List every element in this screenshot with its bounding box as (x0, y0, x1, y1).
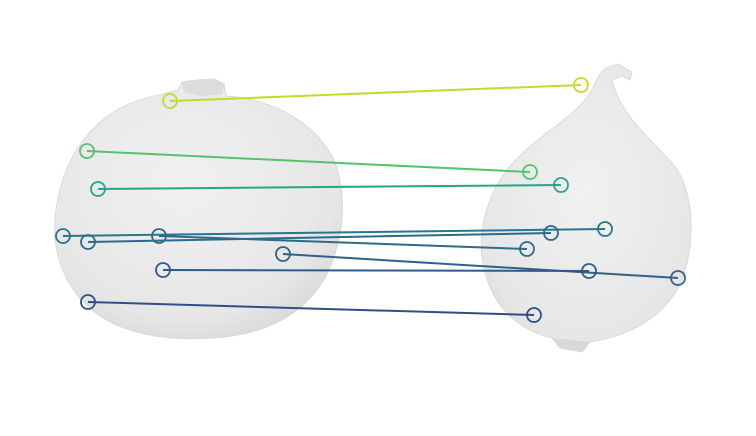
right-mesh (480, 63, 692, 353)
match-point-right-7 (670, 270, 686, 286)
match-point-left-5 (80, 234, 96, 250)
match-point-left-8 (155, 262, 171, 278)
match-point-right-8 (581, 263, 597, 279)
match-point-left-3 (90, 181, 106, 197)
match-line-1 (169, 84, 582, 102)
match-point-left-4 (55, 228, 71, 244)
match-point-left-7 (275, 246, 291, 262)
match-point-right-1 (573, 77, 589, 93)
match-point-left-9 (80, 294, 96, 310)
match-point-right-3 (553, 177, 569, 193)
match-line-2 (86, 150, 531, 173)
match-line-6 (158, 235, 528, 250)
correspondence-lines (55, 77, 686, 323)
match-point-right-5 (543, 225, 559, 241)
match-line-3 (97, 184, 562, 190)
match-point-left-6 (151, 228, 167, 244)
match-line-8 (162, 269, 590, 272)
match-point-left-2 (79, 143, 95, 159)
match-line-4 (62, 228, 606, 237)
match-point-left-1 (162, 93, 178, 109)
match-point-right-2 (522, 164, 538, 180)
match-line-7 (282, 253, 679, 279)
left-mesh (54, 78, 343, 340)
match-point-right-6 (519, 241, 535, 257)
match-point-right-4 (597, 221, 613, 237)
match-line-9 (87, 301, 535, 316)
match-point-right-9 (526, 307, 542, 323)
